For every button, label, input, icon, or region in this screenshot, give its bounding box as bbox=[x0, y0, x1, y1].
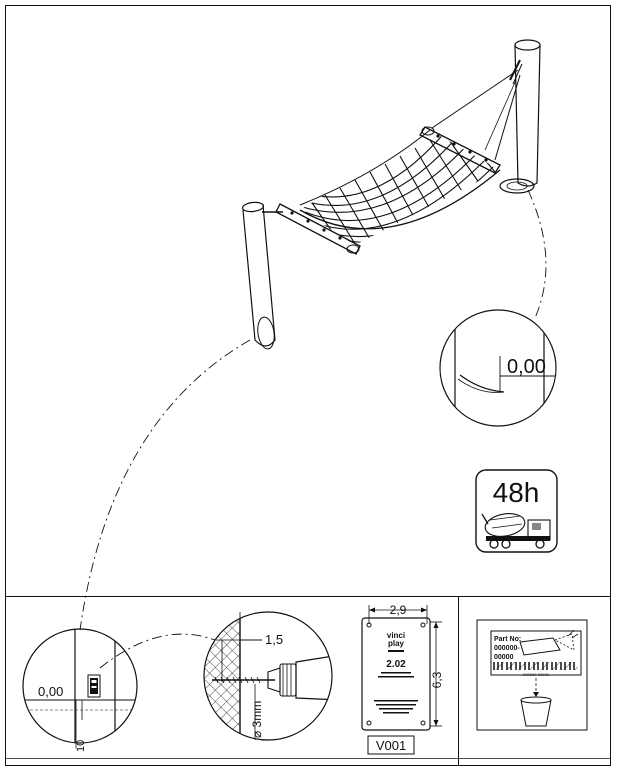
tag-part-label: Part No: bbox=[494, 636, 521, 643]
leader-line-right bbox=[527, 189, 547, 319]
drill-diameter-label: ⌀ 3mm bbox=[250, 701, 264, 738]
plate-width-label: 2,9 bbox=[390, 603, 407, 617]
hammock-assembly bbox=[241, 39, 541, 350]
level-detail-callout: 0,00 bbox=[439, 309, 557, 427]
curing-time-label: 48h bbox=[493, 477, 540, 508]
tag-barcode-text: 000000-00000 bbox=[523, 672, 550, 677]
depth-label-lower: 10 bbox=[75, 740, 87, 752]
hammock-bar-left bbox=[275, 203, 361, 255]
plate-height-label: 6,3 bbox=[430, 671, 444, 688]
barcode-icon bbox=[493, 662, 578, 670]
curing-time-badge: 48h bbox=[475, 469, 558, 553]
plate-logo-1: vinci bbox=[387, 631, 405, 640]
right-post bbox=[499, 39, 541, 194]
level-label-upper: 0,00 bbox=[507, 356, 546, 378]
part-tag-panel: Part No: 000000- 00000 000000-00000 bbox=[476, 619, 588, 731]
drill-detail-callout: 1,5 ⌀ 3mm bbox=[203, 611, 333, 741]
plate-version: 2.02 bbox=[386, 659, 406, 670]
post-depth-callout: 0,00 10 bbox=[22, 628, 138, 752]
left-post bbox=[241, 201, 283, 350]
plate-logo-2: play bbox=[388, 639, 405, 648]
drill-depth-label: 1,5 bbox=[265, 632, 283, 647]
hammock-net bbox=[299, 129, 501, 245]
plate-mini-icon bbox=[87, 674, 101, 698]
peel-sticker-icon bbox=[519, 629, 579, 656]
plate-code: V001 bbox=[376, 738, 406, 753]
hammock-bar-right bbox=[419, 126, 501, 174]
leader-line-left bbox=[79, 339, 251, 631]
drill-icon bbox=[267, 654, 332, 701]
leader-line-detail bbox=[99, 633, 216, 669]
level-label-lower: 0,00 bbox=[38, 684, 63, 699]
tag-part-number-2: 00000 bbox=[494, 654, 514, 661]
page-frame bbox=[5, 5, 611, 766]
concrete-mixer-icon bbox=[481, 513, 551, 549]
id-plate: 2,9 6,3 vinci play 2.02 V001 bbox=[361, 603, 444, 755]
tag-part-number-1: 000000- bbox=[494, 645, 520, 652]
bucket-icon bbox=[520, 696, 552, 727]
